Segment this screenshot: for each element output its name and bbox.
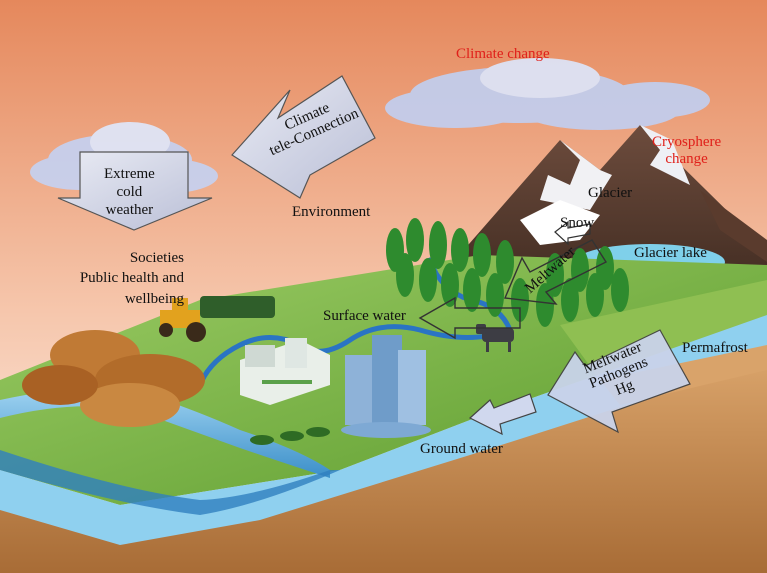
label-glacier-lake: Glacier lake bbox=[634, 245, 707, 261]
label-extreme-line2: cold bbox=[116, 184, 143, 200]
brown-hills bbox=[22, 330, 205, 427]
label-public-health-line1: Public health and bbox=[79, 270, 184, 287]
tractor bbox=[159, 298, 206, 342]
label-cryosphere-line2: change bbox=[665, 151, 708, 168]
label-societies: Societies bbox=[129, 250, 184, 266]
label-public-health-line2: wellbeing bbox=[124, 290, 184, 307]
hedge bbox=[200, 296, 275, 318]
cloud-right bbox=[385, 58, 710, 130]
ground-water-arrow bbox=[468, 393, 537, 436]
label-extreme-cold-weather: Extreme cold weather bbox=[104, 165, 155, 219]
city bbox=[341, 335, 431, 438]
label-cryosphere-line1: Cryosphere bbox=[652, 134, 722, 150]
factory bbox=[240, 338, 330, 405]
snow-arrow bbox=[554, 220, 591, 246]
label-cryosphere-change: Cryosphere change bbox=[652, 134, 721, 169]
cow bbox=[476, 324, 514, 352]
river-lower-band bbox=[0, 415, 340, 515]
surface-water-arrow bbox=[418, 296, 521, 340]
label-environment: Environment bbox=[292, 204, 371, 220]
label-permafrost: Permafrost bbox=[682, 340, 748, 356]
label-ground-water: Ground water bbox=[420, 441, 503, 457]
soil-layer-front bbox=[0, 360, 767, 573]
label-societies-block: Societies Public health and wellbeing bbox=[80, 248, 184, 309]
label-extreme-line1: Extreme bbox=[104, 166, 155, 182]
climate-teleconnection-arrow bbox=[231, 75, 376, 199]
meltwater-arrow-top bbox=[503, 239, 608, 305]
extreme-cold-weather-arrow bbox=[57, 151, 213, 231]
label-glacier: Glacier bbox=[588, 185, 633, 201]
label-climate-change: Climate change bbox=[456, 46, 550, 62]
forest bbox=[386, 218, 629, 327]
label-surface-water: Surface water bbox=[323, 308, 406, 324]
palm-trees bbox=[250, 427, 330, 445]
label-snow: Snow bbox=[560, 215, 595, 231]
label-extreme-line3: weather bbox=[105, 202, 154, 218]
pathogens-arrow bbox=[547, 329, 691, 434]
